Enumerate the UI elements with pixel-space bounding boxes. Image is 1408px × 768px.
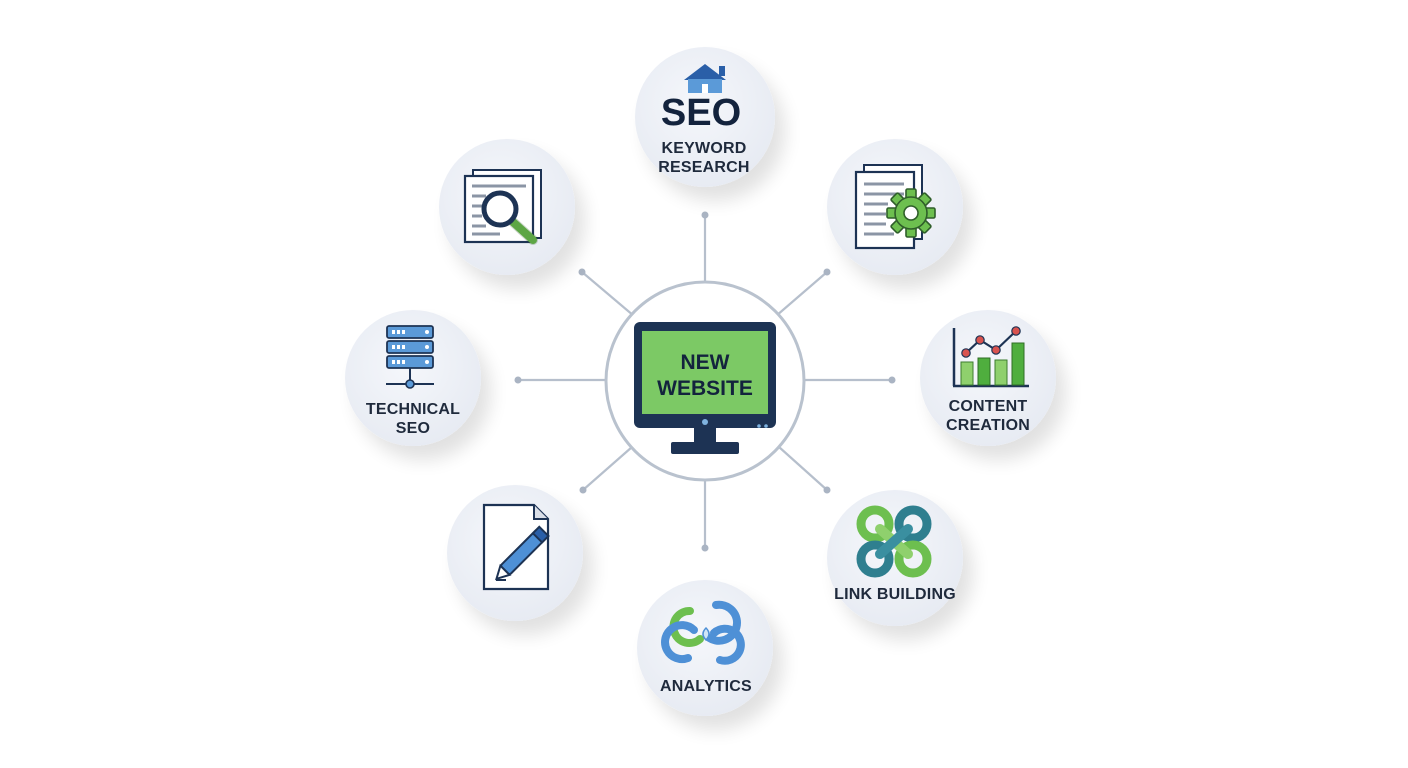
seo-heading: SEO: [661, 92, 741, 134]
monitor-icon: [634, 322, 776, 454]
technical-seo-label-line2: SEO: [396, 420, 430, 437]
node-writing: [447, 485, 583, 621]
house-icon: [684, 64, 726, 93]
linked-rings-icon: [661, 600, 745, 665]
node-circle: [345, 310, 481, 446]
node-keyword-research: SEO KEYWORD RESEARCH: [635, 47, 775, 187]
node-technical-seo: TECHNICAL SEO: [345, 310, 481, 446]
analytics-label: ANALYTICS: [660, 678, 752, 695]
node-content-strategy: [827, 139, 963, 275]
keyword-research-label-line2: RESEARCH: [658, 159, 749, 176]
keyword-research-label-line1: KEYWORD: [662, 140, 747, 157]
link-building-label: LINK BUILDING: [834, 586, 956, 603]
chain-link-icon: [856, 505, 932, 578]
content-creation-label-line2: CREATION: [946, 417, 1030, 434]
hub-new-website: NEW WEBSITE: [604, 280, 806, 482]
content-creation-label-line1: CONTENT: [949, 398, 1028, 415]
bar-line-chart-icon: [952, 326, 1029, 388]
node-site-audit: [439, 139, 575, 275]
node-analytics: ANALYTICS: [637, 580, 773, 716]
connector-top-left: [581, 271, 635, 317]
connector-dots: [514, 211, 896, 552]
node-link-building: LINK BUILDING: [827, 490, 963, 626]
connector-top-right: [775, 271, 828, 317]
node-circle: [635, 47, 775, 187]
document-gear-icon: [854, 164, 936, 250]
hub-label-line1: NEW: [681, 351, 730, 374]
technical-seo-label-line1: TECHNICAL: [366, 401, 460, 418]
document-pen-icon: [482, 503, 550, 591]
connector-bottom-left: [582, 446, 633, 491]
hub-label-line2: WEBSITE: [657, 377, 753, 400]
connectors: [518, 215, 892, 548]
node-content-creation: CONTENT CREATION: [920, 310, 1056, 446]
document-magnifier-icon: [463, 169, 542, 245]
node-circle: [637, 580, 773, 716]
server-icon: [386, 325, 434, 389]
connector-bottom-right: [778, 446, 828, 491]
